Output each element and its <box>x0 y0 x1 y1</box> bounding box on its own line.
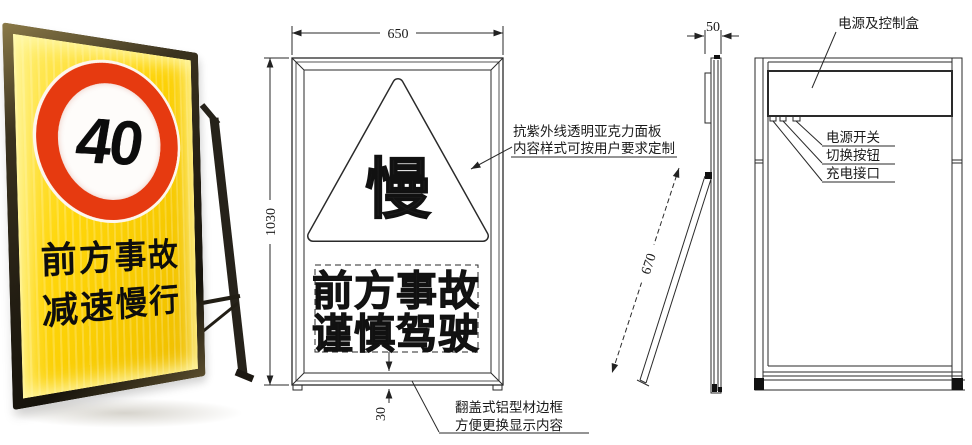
warning-triangle: 慢 <box>307 78 489 242</box>
flip-frame-note-line1: 翻盖式铝型材边框 <box>455 400 563 415</box>
acrylic-panel-note: 抗紫外线透明亚克力面板 内容样式可按用户要求定制 <box>470 124 677 170</box>
frame-profile-dim-label: 30 <box>374 407 389 421</box>
technical-drawing: 650 1030 慢 前方事故 谨慎驾驶 <box>262 15 965 434</box>
sign-board: 40 前方事故 减速慢行 <box>2 22 206 411</box>
side-thickness-dimension: 50 <box>687 20 739 54</box>
control-box-label: 电源及控制盒 <box>838 15 919 31</box>
speed-limit-ring: 40 <box>33 53 180 222</box>
display-text-area: 前方事故 谨慎驾驶 <box>311 264 480 358</box>
power-switch-label: 电源开关 <box>826 130 880 145</box>
acrylic-panel-note-line1: 抗紫外线透明亚克力面板 <box>513 124 662 139</box>
flip-frame-note: 翻盖式铝型材边框 方便更换显示内容 <box>411 380 589 434</box>
side-leg-dim-label: 670 <box>639 252 660 277</box>
display-text-line1: 前方事故 <box>312 268 480 314</box>
product-photo: 40 前方事故 减速慢行 <box>0 0 262 445</box>
side-view-drawing: 50 670 <box>611 20 739 394</box>
flip-frame-note-line2: 方便更换显示内容 <box>455 417 563 433</box>
acrylic-panel-note-line2: 内容样式可按用户要求定制 <box>513 140 675 156</box>
frame-profile-dimension: 30 <box>374 352 393 421</box>
charge-port-label: 充电接口 <box>826 165 880 181</box>
side-leg-dimension: 670 <box>611 167 680 374</box>
front-view-drawing: 650 1030 慢 前方事故 谨慎驾驶 <box>262 25 677 434</box>
display-text-line2: 谨慎驾驶 <box>312 311 480 357</box>
front-width-dim-label: 650 <box>388 27 409 42</box>
control-box <box>767 70 953 122</box>
speed-limit-value: 40 <box>75 102 141 179</box>
sign-text-block: 前方事故 减速慢行 <box>40 232 181 339</box>
back-view-drawing: 电源及控制盒 电源开关 切换按钮 充电接口 <box>754 15 965 391</box>
front-height-dimension: 1030 <box>262 57 289 386</box>
side-thickness-dim-label: 50 <box>706 20 720 35</box>
control-box-note: 电源及控制盒 <box>811 15 919 89</box>
port-notes: 电源开关 切换按钮 充电接口 <box>772 120 895 183</box>
front-height-dim-label: 1030 <box>264 208 279 236</box>
triangle-slow-character: 慢 <box>365 154 432 227</box>
front-width-dimension: 650 <box>291 25 504 55</box>
toggle-button-label: 切换按钮 <box>826 148 880 163</box>
sign-text-line2: 减速慢行 <box>41 282 181 334</box>
sign-panel: 40 前方事故 减速慢行 <box>13 33 198 399</box>
